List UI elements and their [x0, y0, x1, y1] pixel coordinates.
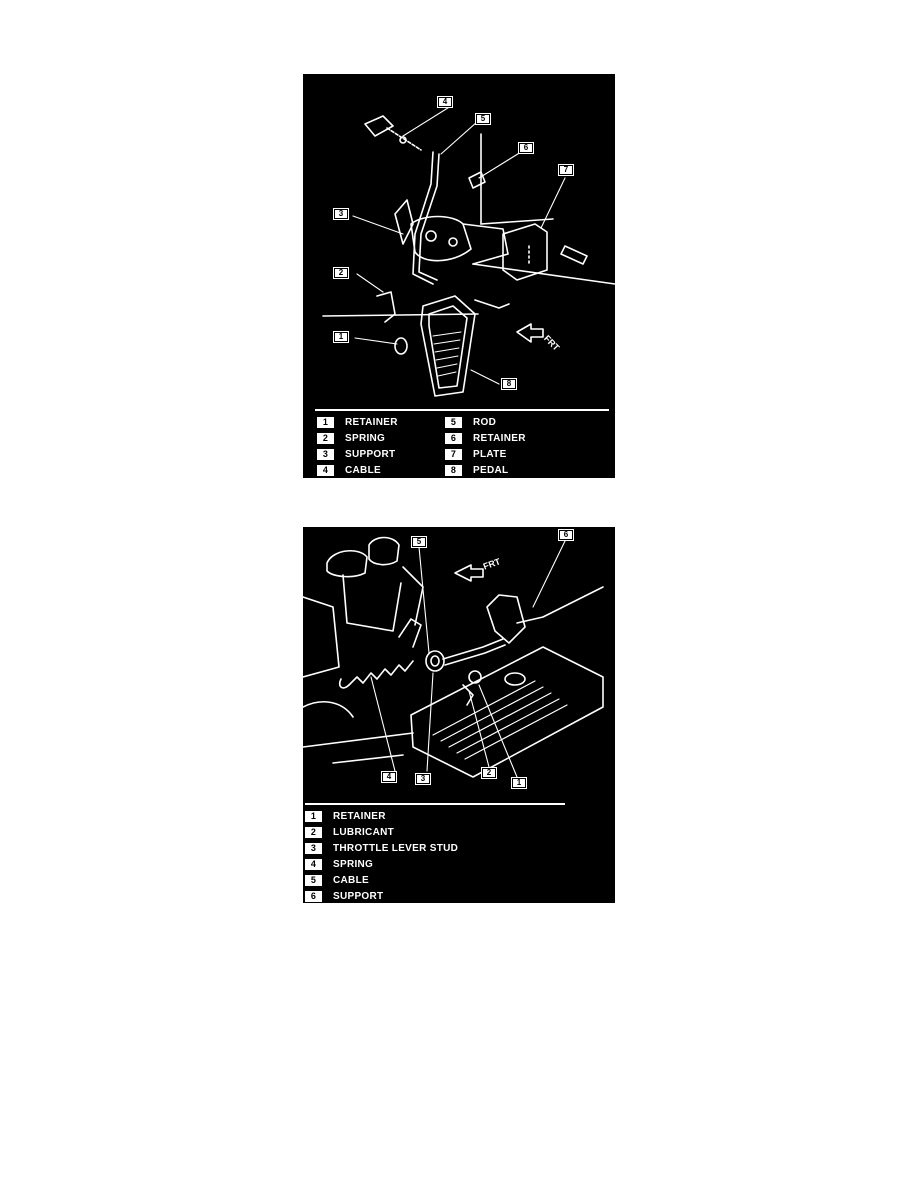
- intake-cap: [368, 536, 400, 566]
- cable-support: [486, 594, 526, 644]
- oil-fill-cap: [504, 672, 526, 686]
- floor-line: [322, 313, 479, 317]
- support-bolt: [425, 230, 437, 242]
- pedal-pad: [420, 295, 476, 397]
- legend-divider: [305, 803, 565, 805]
- throttle-lever-stud: [425, 650, 445, 672]
- callout-2: 2: [481, 767, 497, 779]
- pedal-rod-edge: [418, 153, 440, 281]
- callout-1: 1: [511, 777, 527, 789]
- throttle-body: [342, 574, 402, 632]
- pedal-retainer: [394, 337, 408, 355]
- cable-line: [386, 127, 422, 151]
- pedal-ribs: [432, 331, 462, 377]
- lubricant-point: [462, 684, 474, 706]
- pedal-spring: [376, 291, 396, 323]
- manifold-curve: [303, 701, 354, 718]
- valve-cover-ribs: [432, 680, 568, 760]
- cable-retainer: [468, 670, 482, 684]
- throttle-cable-edge: [444, 644, 506, 666]
- engine-edge: [303, 732, 414, 748]
- rod-retainer: [468, 171, 486, 189]
- pedal-illustration: [322, 105, 615, 397]
- throttle-cable: [442, 638, 504, 660]
- throttle-body-edge: [402, 566, 424, 626]
- leader-lines: [370, 540, 566, 778]
- mounting-plate: [502, 223, 548, 281]
- callout-5: 5: [475, 113, 491, 125]
- support-bolt: [448, 237, 458, 247]
- callout-7: 7: [558, 164, 574, 176]
- leader-lines: [352, 105, 566, 385]
- cable-end: [364, 115, 394, 137]
- support-body: [410, 215, 472, 262]
- floor-line: [472, 263, 615, 285]
- callout-8: 8: [501, 378, 517, 390]
- spring-bracket: [398, 618, 422, 648]
- stud-center: [430, 655, 440, 667]
- throttle-illustration: [303, 536, 604, 778]
- legend-divider: [315, 409, 609, 411]
- pedal-pad-inner: [428, 305, 468, 389]
- front-arrow-icon: [516, 323, 544, 343]
- callout-4: 4: [437, 96, 453, 108]
- cable-housing: [516, 586, 604, 624]
- plate-bolt: [560, 245, 588, 265]
- callout-4: 4: [381, 771, 397, 783]
- callout-3: 3: [415, 773, 431, 785]
- cable-bead: [399, 136, 407, 144]
- callout-6: 6: [518, 142, 534, 154]
- front-arrow-icon: [454, 564, 484, 582]
- firewall-line: [480, 218, 554, 225]
- valve-cover: [410, 646, 604, 778]
- manifold-left: [303, 596, 340, 678]
- callout-1: 1: [333, 331, 349, 343]
- callout-5: 5: [411, 536, 427, 548]
- throttle-spring: [338, 660, 414, 689]
- pedal-link: [474, 299, 510, 309]
- callout-3: 3: [333, 208, 349, 220]
- callout-2: 2: [333, 267, 349, 279]
- callout-6: 6: [558, 529, 574, 541]
- support-arm: [462, 223, 509, 265]
- pedal-rod: [412, 151, 434, 285]
- support-bracket: [394, 199, 414, 245]
- intake-cap: [326, 550, 368, 578]
